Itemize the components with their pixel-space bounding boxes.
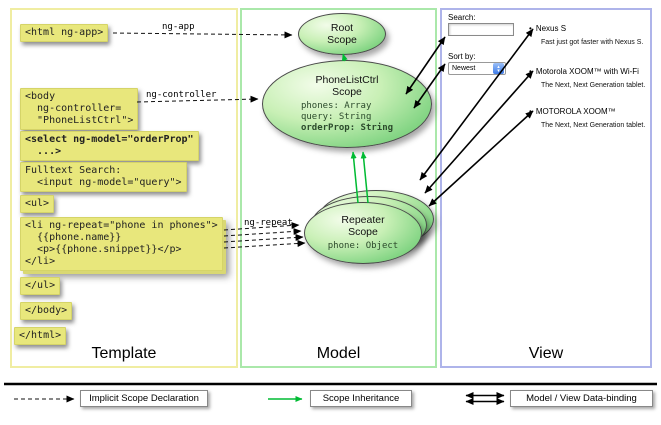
ng-app-label: ng-app — [162, 22, 195, 32]
code-ul-close: </ul> — [20, 277, 61, 295]
phone-list-item: •Nexus S Fast just got faster with Nexus… — [529, 24, 654, 46]
phone-name: Motorola XOOM™ with Wi-Fi — [535, 67, 639, 76]
model-column: Model — [240, 8, 437, 368]
repeater-scope-props: phone: Object — [328, 241, 398, 252]
search-label: Search: — [448, 13, 476, 22]
phonelistctrl-scope-props: phones: Array query: String orderProp: S… — [301, 101, 393, 135]
view-column-label: View — [528, 345, 564, 362]
search-input[interactable] — [448, 23, 514, 36]
sort-by-selected-value: Newest — [452, 65, 476, 72]
phone-list-item: •Motorola XOOM™ with Wi-Fi The Next, Nex… — [529, 67, 654, 89]
stepper-down-icon: ▾ — [497, 67, 500, 74]
phone-snippet: The Next, Next Generation tablet. — [541, 82, 646, 89]
phone-name: Nexus S — [535, 24, 567, 33]
code-html-close: </html> — [14, 327, 67, 345]
legend-scope-inheritance: Scope Inheritance — [310, 390, 412, 407]
scope-prop-orderprop: orderProp: String — [300, 123, 394, 134]
legend-implicit-scope-declaration: Implicit Scope Declaration — [80, 390, 208, 407]
phonelistctrl-scope-title: PhoneListCtrl Scope — [315, 73, 379, 98]
bullet-icon: • — [529, 24, 532, 33]
phone-name: MOTOROLA XOOM™ — [535, 107, 616, 116]
legend-model-view-data-binding: Model / View Data-binding — [510, 390, 653, 407]
bullet-icon: • — [529, 107, 532, 116]
code-body-close: </body> — [20, 302, 73, 320]
sort-by-select[interactable]: Newest ▴ ▾ — [448, 62, 506, 75]
scope-prop-phone: phone: Object — [327, 240, 399, 251]
root-scope-ellipse: Root Scope — [298, 13, 386, 55]
ng-repeat-label: ng-repeat — [244, 218, 293, 228]
phone-snippet: The Next, Next Generation tablet. — [541, 122, 646, 129]
code-html-ng-app: <html ng-app> — [20, 24, 109, 42]
phonelistctrl-scope-ellipse: PhoneListCtrl Scope phones: Array query:… — [262, 60, 432, 148]
scope-prop-query: query: String — [300, 111, 372, 122]
code-li-ng-repeat: <li ng-repeat="phone in phones"> {{phone… — [20, 217, 223, 271]
ng-controller-label: ng-controller — [146, 90, 217, 100]
phone-snippet: Fast just got faster with Nexus S. — [541, 39, 644, 46]
phone-list-item: •MOTOROLA XOOM™ The Next, Next Generatio… — [529, 107, 654, 129]
sort-by-label: Sort by: — [448, 52, 476, 61]
code-body-controller: <body ng-controller= "PhoneListCtrl"> — [20, 88, 139, 130]
template-column-label: Template — [91, 345, 157, 362]
model-column-label: Model — [316, 345, 361, 362]
bullet-icon: • — [529, 67, 532, 76]
code-fulltext-search: Fulltext Search: <input ng-model="query"… — [20, 162, 187, 192]
code-select-orderprop: <select ng-model="orderProp" ...> — [20, 131, 199, 161]
root-scope-title: Root Scope — [327, 21, 357, 46]
code-ul-open: <ul> — [20, 195, 55, 213]
dropdown-stepper-icon: ▴ ▾ — [493, 63, 504, 74]
scope-prop-phones: phones: Array — [300, 100, 372, 111]
repeater-scope-title: Repeater Scope — [341, 213, 385, 238]
repeater-scope-ellipse: Repeater Scope phone: Object — [304, 202, 422, 264]
